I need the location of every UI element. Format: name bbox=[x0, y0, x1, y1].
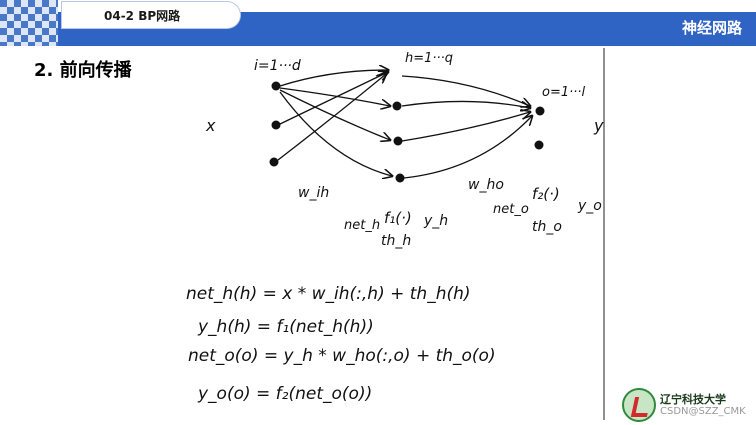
y-h-label: y_h bbox=[423, 213, 448, 229]
weight-ih-label: w_ih bbox=[298, 185, 329, 201]
slide-title-tab bbox=[62, 2, 240, 28]
header-checker-pattern bbox=[0, 0, 58, 46]
net-h-label: net_h bbox=[344, 218, 380, 233]
equation-net-o: net_o(o) = y_h * w_ho(:,o) + th_o(o) bbox=[188, 346, 496, 366]
header-bar: 04-2 BP网路 神经网路 bbox=[0, 0, 756, 46]
hidden-range-label: h=1···q bbox=[405, 51, 453, 66]
csdn-watermark: CSDN@SZZ_CMK bbox=[660, 406, 746, 417]
y-o-label: y_o bbox=[577, 198, 602, 214]
input-node bbox=[271, 81, 281, 91]
university-name: 辽宁科技大学 bbox=[660, 393, 726, 406]
weight-ho-label: w_ho bbox=[468, 177, 504, 193]
equation-y-h: y_h(h) = f₁(net_h(h)) bbox=[198, 317, 374, 337]
input-range-label: i=1···d bbox=[254, 58, 301, 74]
hidden-node bbox=[393, 136, 403, 146]
input-node bbox=[269, 157, 279, 167]
output-node bbox=[535, 106, 545, 116]
edges-hidden-output bbox=[401, 75, 532, 179]
section-heading: 2. 前向传播 bbox=[34, 60, 132, 81]
equation-net-h: net_h(h) = x * w_ih(:,h) + th_h(h) bbox=[186, 284, 471, 304]
equation-y-o: y_o(o) = f₂(net_o(o)) bbox=[198, 384, 373, 404]
input-node bbox=[271, 120, 281, 130]
hidden-node bbox=[392, 101, 402, 111]
output-symbol: y bbox=[593, 116, 604, 135]
edges-input-hidden bbox=[277, 70, 392, 176]
f2-label: f₂(·) bbox=[532, 185, 560, 203]
slide-title: 04-2 BP网路 bbox=[104, 9, 181, 23]
th-o-label: th_o bbox=[532, 219, 562, 235]
output-range-label: o=1···l bbox=[542, 85, 586, 100]
th-h-label: th_h bbox=[381, 233, 411, 249]
input-symbol: x bbox=[205, 116, 216, 135]
hidden-node bbox=[395, 173, 405, 183]
f1-label: f₁(·) bbox=[384, 209, 412, 227]
net-o-label: net_o bbox=[493, 202, 529, 217]
output-node bbox=[534, 140, 544, 150]
university-logo bbox=[622, 388, 656, 422]
course-title: 神经网路 bbox=[681, 19, 742, 37]
